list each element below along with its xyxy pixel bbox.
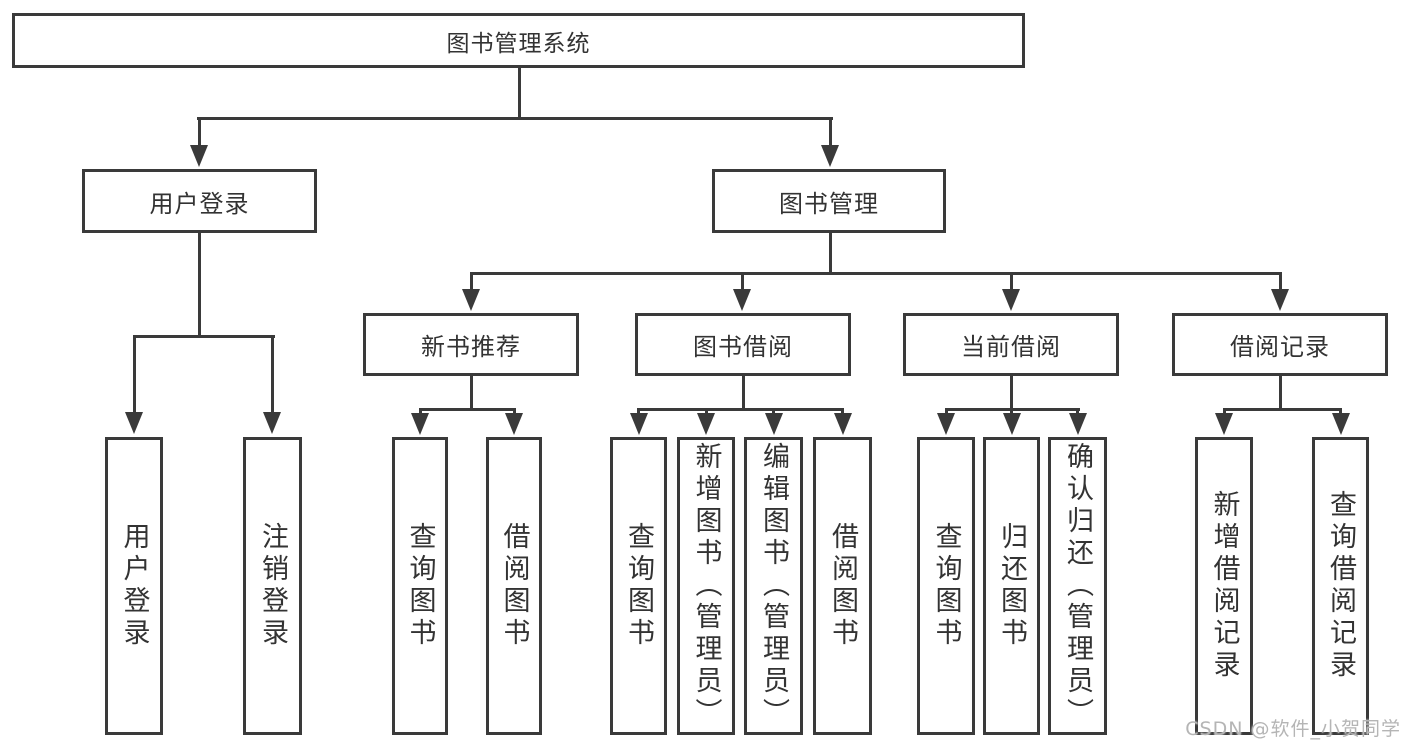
leaf-nbr-borrow-books: 借阅图书	[486, 437, 542, 735]
leaf-bb-borrow-books: 借阅图书	[813, 437, 872, 735]
leaf-bb-edit-books-admin: 编辑图书（管理员）	[744, 437, 803, 735]
connector-bookmgmt-stem-1	[469, 272, 473, 290]
connector-nbr-hline	[418, 408, 516, 411]
arrow-head	[1002, 289, 1020, 311]
arrow-head	[1068, 413, 1087, 435]
connector-nbr-stem-2	[512, 408, 516, 417]
connector-nbr-vline	[469, 376, 473, 411]
connector-userlogin-stem-1	[132, 335, 136, 413]
connector-bb-stem-1	[637, 408, 640, 417]
connector-br-vline	[1278, 376, 1282, 411]
node-book-management: 图书管理	[712, 169, 946, 233]
connector-cb-stem-2	[1010, 408, 1013, 417]
arrow-head	[937, 413, 955, 435]
leaf-br-add-record: 新增借阅记录	[1195, 437, 1253, 735]
connector-br-stem-2	[1339, 408, 1342, 417]
connector-bookmgmt-vline	[828, 233, 832, 275]
arrow-head	[733, 289, 751, 311]
arrow-head	[1215, 413, 1233, 435]
leaf-cb-return-books: 归还图书	[983, 437, 1040, 735]
arrow-head	[505, 413, 523, 435]
leaf-cb-query-books: 查询图书	[917, 437, 975, 735]
csdn-watermark: CSDN @软件_小贺同学	[1185, 718, 1401, 740]
connector-bookmgmt-stem-4	[1278, 272, 1282, 290]
connector-nbr-stem-1	[418, 408, 422, 417]
arrow-head	[764, 413, 783, 435]
arrow-head	[263, 412, 281, 434]
connector-userlogin-vline	[197, 233, 201, 338]
connector-cb-stem-1	[944, 408, 948, 417]
arrow-head	[462, 289, 480, 311]
leaf-bb-query-books: 查询图书	[610, 437, 667, 735]
leaf-br-query-record: 查询借阅记录	[1312, 437, 1369, 735]
connector-root-hline	[197, 117, 833, 120]
leaf-nbr-query-books: 查询图书	[392, 437, 448, 735]
connector-userlogin-hline	[132, 335, 275, 338]
connector-bb-hline	[637, 408, 843, 411]
connector-bookmgmt-stem-3	[1009, 272, 1013, 290]
node-user-login: 用户登录	[82, 169, 317, 233]
leaf-logout: 注销登录	[243, 437, 302, 735]
arrow-head	[821, 145, 839, 167]
arrow-head	[1002, 413, 1021, 435]
arrow-head	[833, 413, 852, 435]
leaf-cb-confirm-return-admin: 确认归还（管理员）	[1048, 437, 1107, 735]
connector-bb-stem-3	[772, 408, 775, 417]
connector-br-hline	[1222, 408, 1341, 411]
arrow-head	[1271, 289, 1289, 311]
node-borrow-records: 借阅记录	[1172, 313, 1388, 376]
node-new-book-recommend: 新书推荐	[363, 313, 579, 376]
arrow-head	[697, 413, 715, 435]
arrow-head	[1331, 413, 1350, 435]
connector-root-left-stem	[197, 117, 201, 146]
connector-br-stem-1	[1222, 408, 1226, 417]
node-library-management-system: 图书管理系统	[12, 13, 1025, 68]
leaf-user-login: 用户登录	[105, 437, 163, 735]
connector-cb-vline	[1009, 376, 1013, 411]
connector-bb-stem-2	[704, 408, 708, 417]
leaf-bb-add-books-admin: 新增图书（管理员）	[677, 437, 735, 735]
arrow-head	[125, 412, 143, 434]
connector-userlogin-stem-2	[270, 335, 274, 413]
connector-bb-vline	[741, 376, 745, 411]
node-current-borrow: 当前借阅	[903, 313, 1119, 376]
arrow-head	[190, 145, 208, 167]
node-book-borrow: 图书借阅	[635, 313, 851, 376]
connector-bookmgmt-hline	[469, 272, 1282, 275]
arrow-head	[411, 413, 429, 435]
connector-bb-stem-4	[841, 408, 844, 417]
connector-cb-stem-3	[1076, 408, 1079, 417]
connector-root-right-stem	[828, 117, 832, 146]
connector-root-vline	[518, 68, 521, 119]
arrow-head	[629, 413, 648, 435]
connector-bookmgmt-stem-2	[740, 272, 744, 290]
